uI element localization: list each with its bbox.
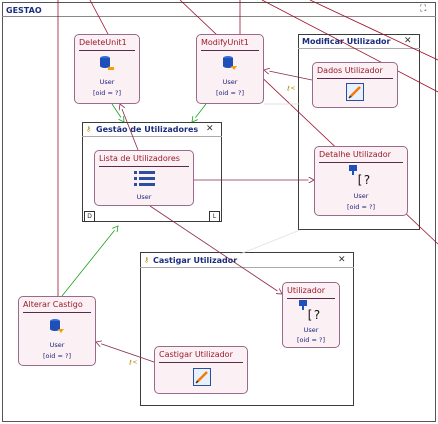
link-line	[61, 226, 118, 297]
link-line	[264, 70, 313, 81]
dados-utilizador-unit[interactable]: Dados Utilizador	[312, 62, 398, 108]
svg-text:[?]: [?]	[306, 308, 321, 322]
data-unit-icon: [?]	[299, 300, 321, 322]
modify-unit-name: ModifyUnit1	[201, 38, 259, 51]
modify-unit-entity: User	[222, 78, 238, 86]
castigar-title-divider	[140, 267, 354, 268]
alterar-castigo-unit[interactable]: Alterar Castigo User [oid = ?]	[18, 296, 96, 366]
link-line	[309, 0, 438, 61]
key-annotation-icon: ⚷<	[128, 359, 137, 366]
detalhe-utilizador-entity: User	[353, 192, 369, 200]
detalhe-utilizador-unit[interactable]: Detalhe Utilizador [?] User [oid = ?]	[314, 146, 408, 216]
lista-utilizadores-entity: User	[136, 193, 152, 201]
link-line	[89, 0, 109, 35]
utilizador-name: Utilizador	[287, 286, 335, 299]
castigar-key-icon: ⚷	[144, 256, 150, 264]
database-modify-icon	[223, 56, 237, 70]
delete-unit-entity: User	[99, 78, 115, 86]
delete-unit[interactable]: DeleteUnit1 User [oid = ?]	[74, 34, 140, 104]
gestao-corner-l: L	[209, 211, 220, 222]
link-line	[96, 342, 155, 363]
link-line	[192, 103, 207, 122]
alterar-castigo-entity: User	[49, 341, 65, 349]
link-line	[111, 103, 124, 122]
detalhe-utilizador-oid: [oid = ?]	[346, 203, 375, 211]
link-line	[120, 104, 139, 151]
gestao-expand-icon[interactable]: ✕	[206, 124, 214, 134]
castigar-expand-icon[interactable]: ✕	[338, 255, 346, 265]
link-line	[149, 205, 282, 294]
main-frame-expand-icon[interactable]: ⛶	[420, 4, 427, 14]
svg-text:[?]: [?]	[356, 173, 371, 187]
gestao-main-title: GESTAO	[6, 6, 42, 15]
lista-utilizadores-unit[interactable]: Lista de Utilizadores User	[94, 150, 194, 206]
castigar-utilizador-unit-name: Castigar Utilizador	[159, 350, 243, 363]
modificar-utilizador-title: Modificar Utilizador	[302, 37, 391, 46]
delete-unit-oid: [oid = ?]	[92, 89, 121, 97]
modify-unit-oid: [oid = ?]	[215, 89, 244, 97]
database-modify-icon	[50, 319, 64, 333]
utilizador-entity: User	[303, 326, 319, 334]
gestao-utilizadores-title: Gestão de Utilizadores	[96, 125, 199, 134]
modificar-expand-icon[interactable]: ✕	[404, 36, 412, 46]
castigar-utilizador-unit[interactable]: Castigar Utilizador	[154, 346, 248, 394]
gestao-key-icon: ⚷	[86, 125, 92, 133]
database-delete-icon	[100, 56, 114, 70]
list-icon	[134, 171, 155, 186]
modificar-title-divider	[298, 48, 420, 49]
main-frame-title-divider	[2, 16, 436, 17]
form-edit-icon	[346, 83, 364, 101]
alterar-castigo-oid: [oid = ?]	[42, 352, 71, 360]
delete-unit-name: DeleteUnit1	[79, 38, 135, 51]
castigar-utilizador-title: Castigar Utilizador	[153, 256, 238, 265]
dados-utilizador-name: Dados Utilizador	[317, 66, 393, 79]
form-edit-icon	[193, 368, 211, 386]
modify-unit[interactable]: ModifyUnit1 User [oid = ?]	[196, 34, 264, 104]
gestao-title-divider	[82, 136, 222, 137]
data-unit-icon: [?]	[349, 165, 371, 187]
key-annotation-icon: ⚷<	[286, 85, 295, 92]
utilizador-oid: [oid = ?]	[296, 336, 325, 344]
link-line	[261, 0, 438, 93]
gestao-corner-d: D	[84, 211, 95, 222]
alterar-castigo-name: Alterar Castigo	[23, 300, 91, 313]
link-line	[239, 229, 301, 255]
detalhe-utilizador-name: Detalhe Utilizador	[319, 150, 403, 163]
lista-utilizadores-name: Lista de Utilizadores	[99, 154, 189, 167]
utilizador-unit[interactable]: Utilizador [?] User [oid = ?]	[282, 282, 340, 348]
